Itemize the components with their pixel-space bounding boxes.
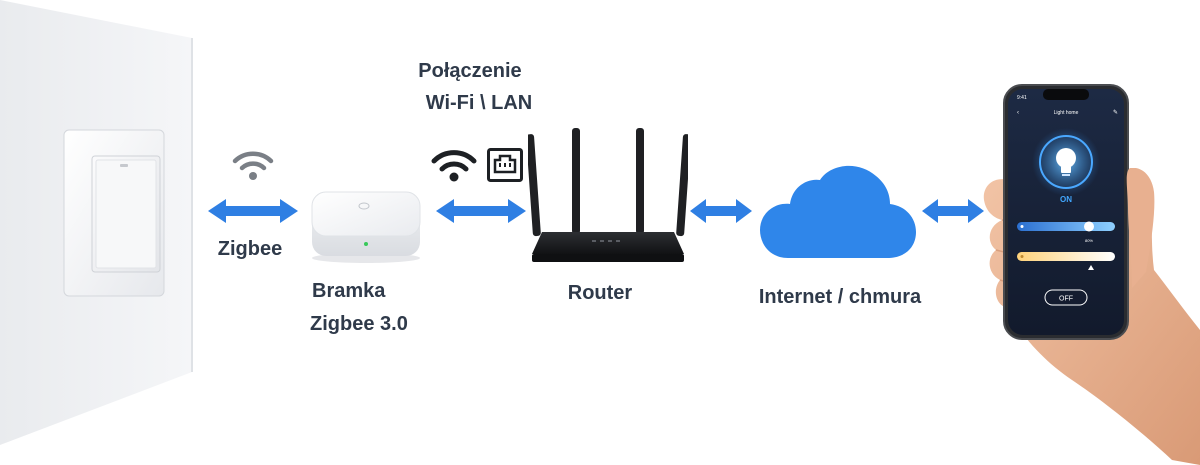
cloud-icon bbox=[758, 158, 918, 262]
label-gateway-line2: Zigbee 3.0 bbox=[310, 313, 408, 335]
label-connection-line1: Połączenie bbox=[418, 60, 522, 82]
back-icon[interactable]: ‹ bbox=[1017, 110, 1019, 116]
double-arrow-icon bbox=[206, 196, 300, 226]
off-button[interactable] bbox=[1044, 289, 1088, 306]
zigbee-gateway[interactable] bbox=[306, 188, 424, 264]
brightness-value: 80% bbox=[1085, 238, 1093, 243]
router[interactable] bbox=[528, 122, 688, 272]
wifi-icon bbox=[229, 147, 277, 183]
edit-icon[interactable]: ✎ bbox=[1113, 109, 1118, 116]
ethernet-port-icon bbox=[487, 148, 523, 182]
bulb-icon bbox=[1056, 148, 1076, 176]
label-connection-line2: Wi-Fi \ LAN bbox=[425, 92, 533, 114]
wifi-icon bbox=[429, 146, 479, 184]
brightness-slider[interactable] bbox=[1017, 222, 1115, 231]
label-router: Router bbox=[567, 282, 633, 304]
wall-switch[interactable] bbox=[62, 128, 174, 300]
smartphone[interactable]: 9:41 ‹ Light home ✎ ON 80% OFF bbox=[1003, 84, 1129, 340]
double-arrow-icon bbox=[688, 196, 754, 226]
double-arrow-icon bbox=[920, 196, 986, 226]
label-internet: Internet / chmura bbox=[758, 286, 922, 308]
color-temp-slider[interactable] bbox=[1017, 252, 1115, 261]
thumb bbox=[1122, 168, 1172, 288]
phone-time: 9:41 bbox=[1017, 95, 1027, 101]
double-arrow-icon bbox=[434, 196, 528, 226]
label-zigbee: Zigbee bbox=[217, 238, 283, 260]
label-gateway-line1: Bramka bbox=[312, 280, 386, 302]
off-button-label: OFF bbox=[1059, 296, 1073, 303]
phone-status-on: ON bbox=[1060, 195, 1072, 204]
phone-screen-title: Light home bbox=[1054, 110, 1079, 116]
